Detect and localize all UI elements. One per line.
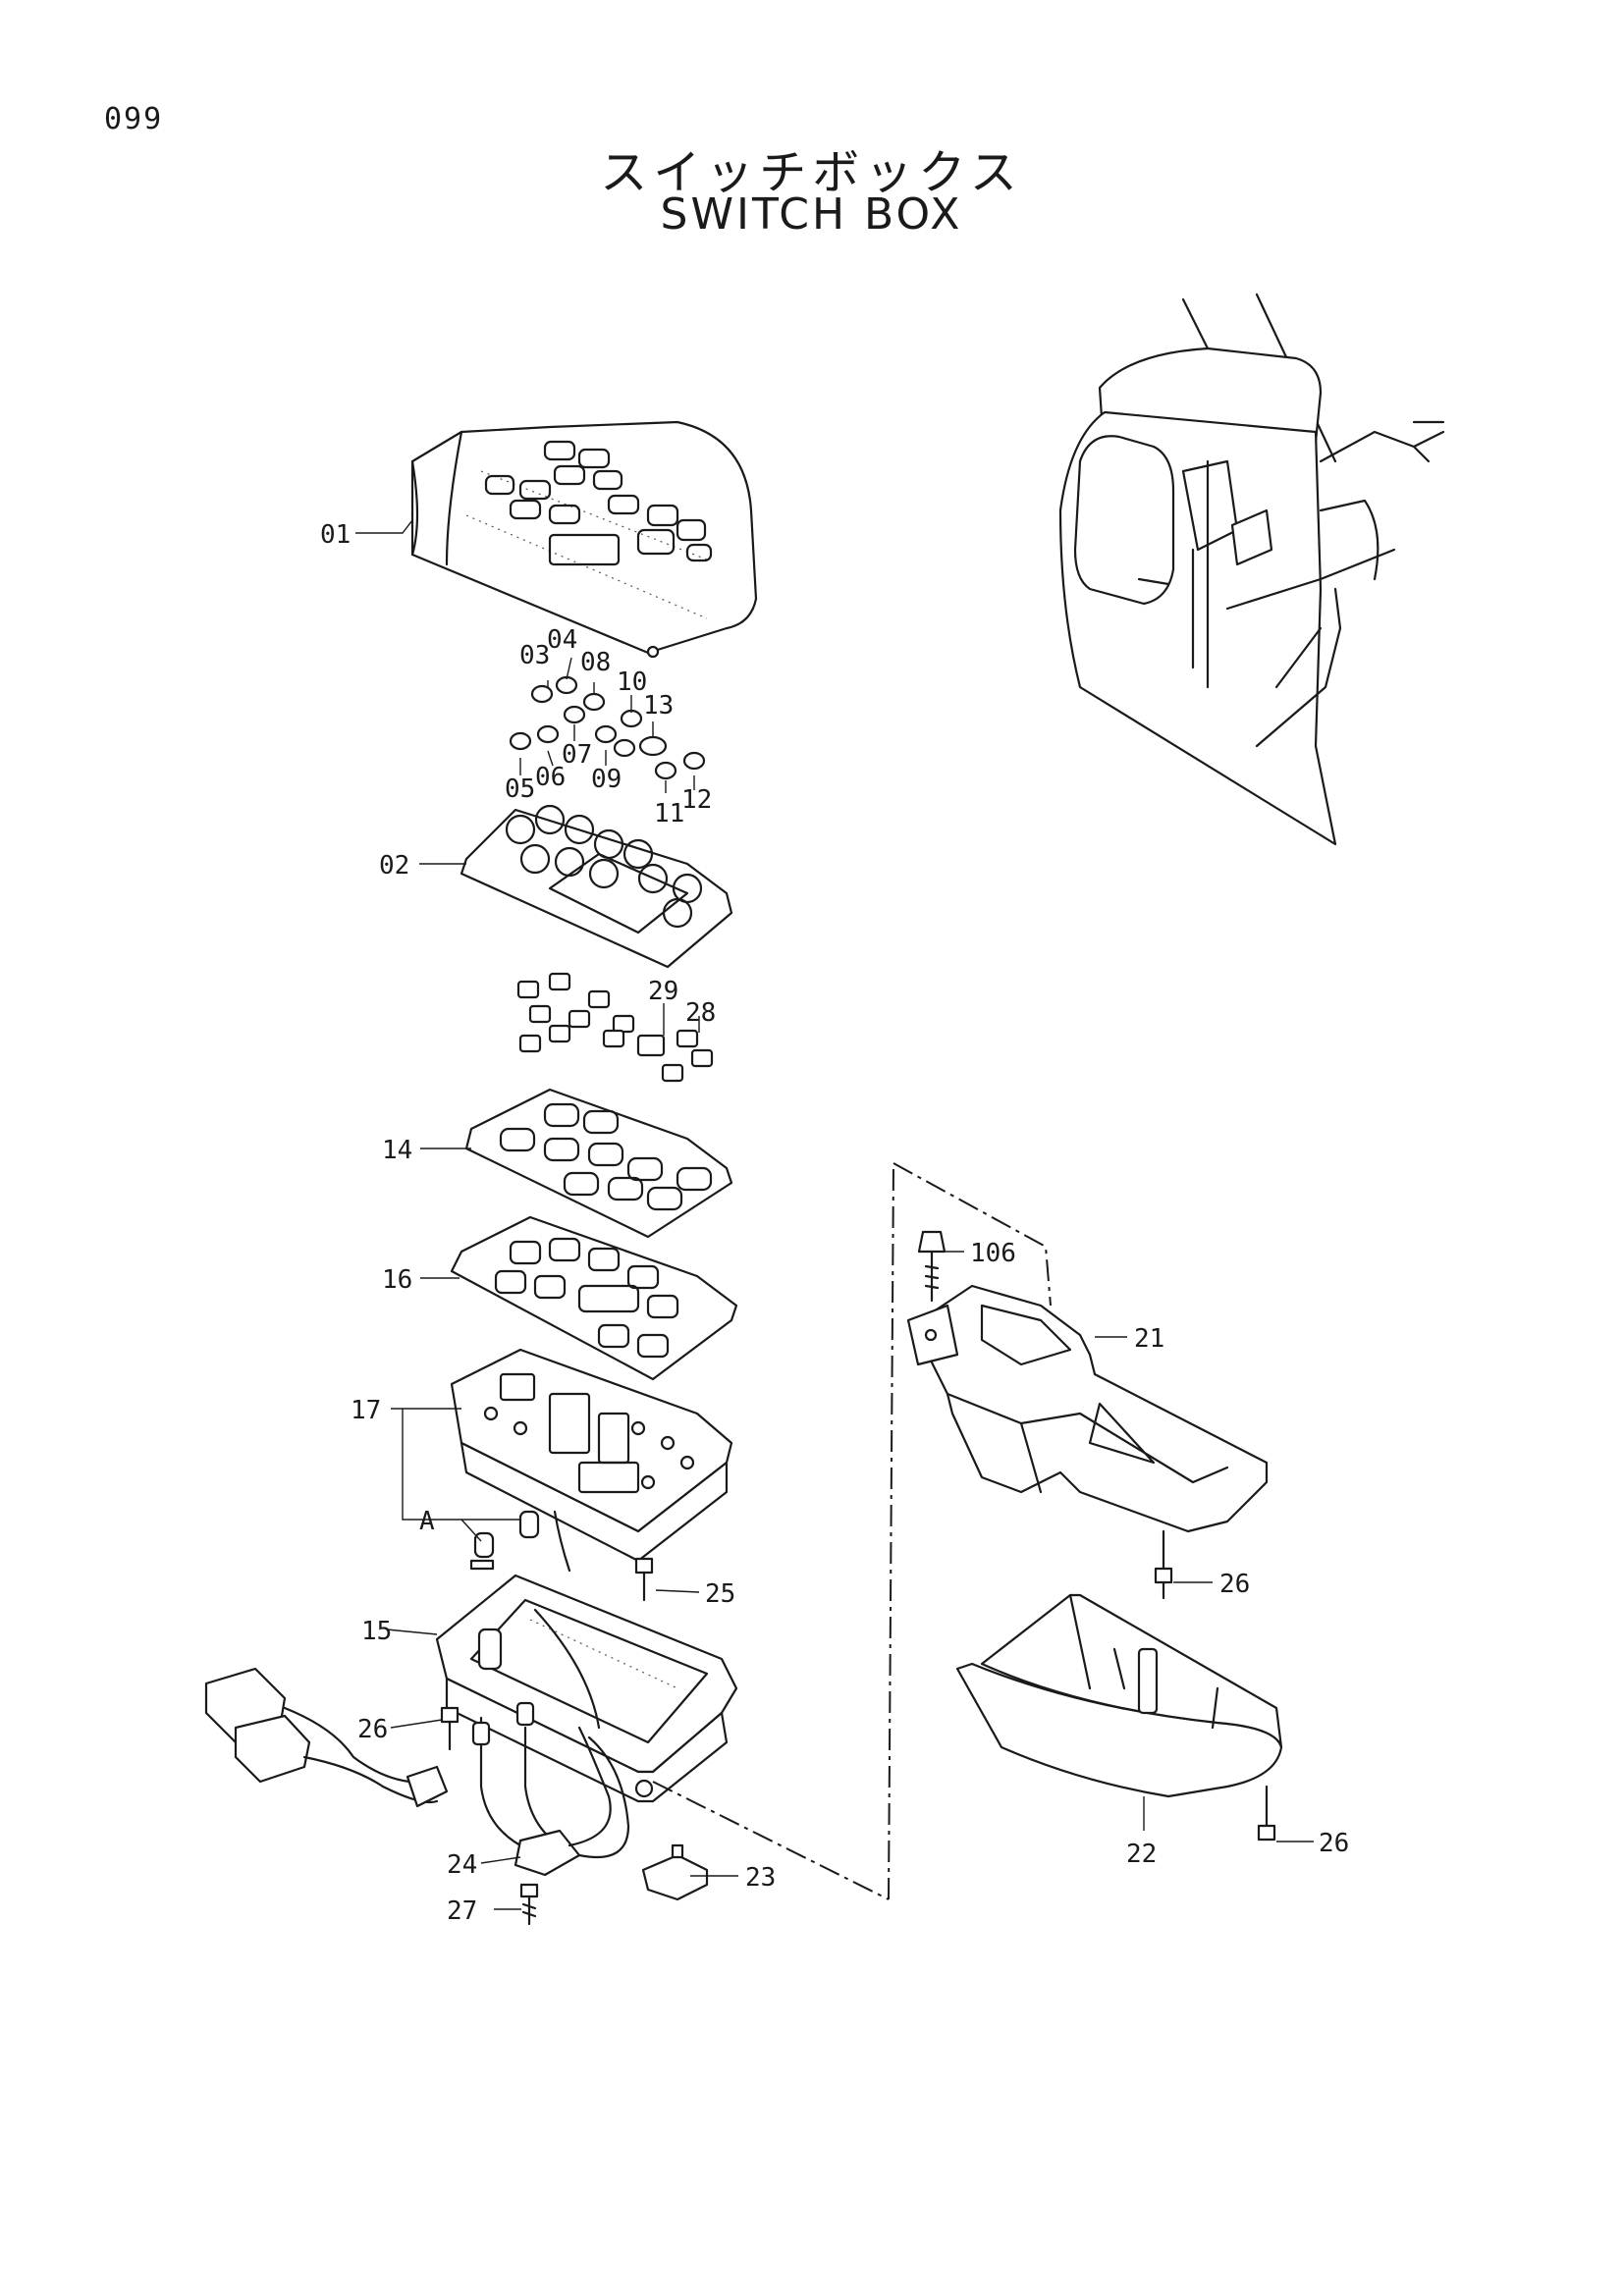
callout-02: 02: [379, 851, 409, 881]
title-english: SWITCH BOX: [660, 189, 963, 240]
page-number: 099: [104, 102, 164, 136]
bolt-26-left: [440, 1706, 460, 1751]
knobs-03-13: [509, 675, 706, 780]
callout-04: 04: [547, 625, 577, 655]
bolt-26-bracket: [1154, 1529, 1173, 1600]
part-02-panel-frame: [460, 804, 733, 969]
part-15-case: [435, 1574, 738, 1803]
callout-13: 13: [643, 691, 674, 721]
callout-25: 25: [705, 1579, 735, 1609]
callout-11: 11: [654, 799, 684, 828]
callout-16: 16: [382, 1265, 412, 1295]
callout-29: 29: [648, 977, 678, 1006]
cab-location-inset: [1058, 293, 1445, 846]
part-01-cover: [410, 420, 758, 659]
callout-06: 06: [535, 763, 566, 792]
callout-05: 05: [505, 774, 535, 804]
callout-26-left: 26: [357, 1715, 388, 1744]
part-23-lamp: [641, 1843, 709, 1901]
callout-14: 14: [382, 1136, 412, 1165]
part-14-rubber-sheet: [464, 1088, 733, 1239]
callout-26-cover: 26: [1319, 1829, 1349, 1858]
callout-17: 17: [351, 1396, 381, 1425]
callout-03: 03: [519, 641, 550, 670]
callout-28: 28: [685, 998, 716, 1028]
callout-22: 22: [1126, 1840, 1157, 1869]
callout-23: 23: [745, 1863, 776, 1893]
callout-a: A: [419, 1507, 435, 1536]
callout-12: 12: [681, 785, 712, 815]
callout-09: 09: [591, 765, 622, 794]
title-japanese: スイッチボックス: [600, 145, 1023, 200]
part-22-cover: [955, 1593, 1283, 1798]
parts-28-29-caps: [516, 972, 714, 1083]
harness-connectors: [204, 1667, 449, 1808]
callout-24: 24: [447, 1850, 477, 1880]
callout-26-bracket: 26: [1219, 1570, 1250, 1599]
bolt-26-cover: [1257, 1785, 1276, 1842]
leader-lines: [355, 519, 1314, 1910]
callout-10: 10: [617, 667, 647, 697]
callout-21: 21: [1134, 1324, 1164, 1354]
part-16-membrane: [450, 1215, 738, 1381]
part-24-wiring-harness: [471, 1701, 630, 1877]
part-21-bracket: [906, 1284, 1269, 1533]
callout-106: 106: [970, 1239, 1016, 1268]
callout-08: 08: [580, 648, 611, 677]
callout-27: 27: [447, 1896, 477, 1926]
bolt-106: [917, 1230, 947, 1303]
part-17-circuit-board: [450, 1348, 733, 1573]
callout-labels: 01 02 03 04 05 06 07 08 09 10 11 12 13 1…: [320, 520, 1349, 1926]
assembly-chain-lines: [652, 1162, 1052, 1900]
callout-07: 07: [562, 740, 592, 770]
bolt-25: [634, 1557, 654, 1602]
callout-15: 15: [361, 1617, 392, 1646]
callout-01: 01: [320, 520, 351, 550]
screw-27: [519, 1883, 539, 1926]
